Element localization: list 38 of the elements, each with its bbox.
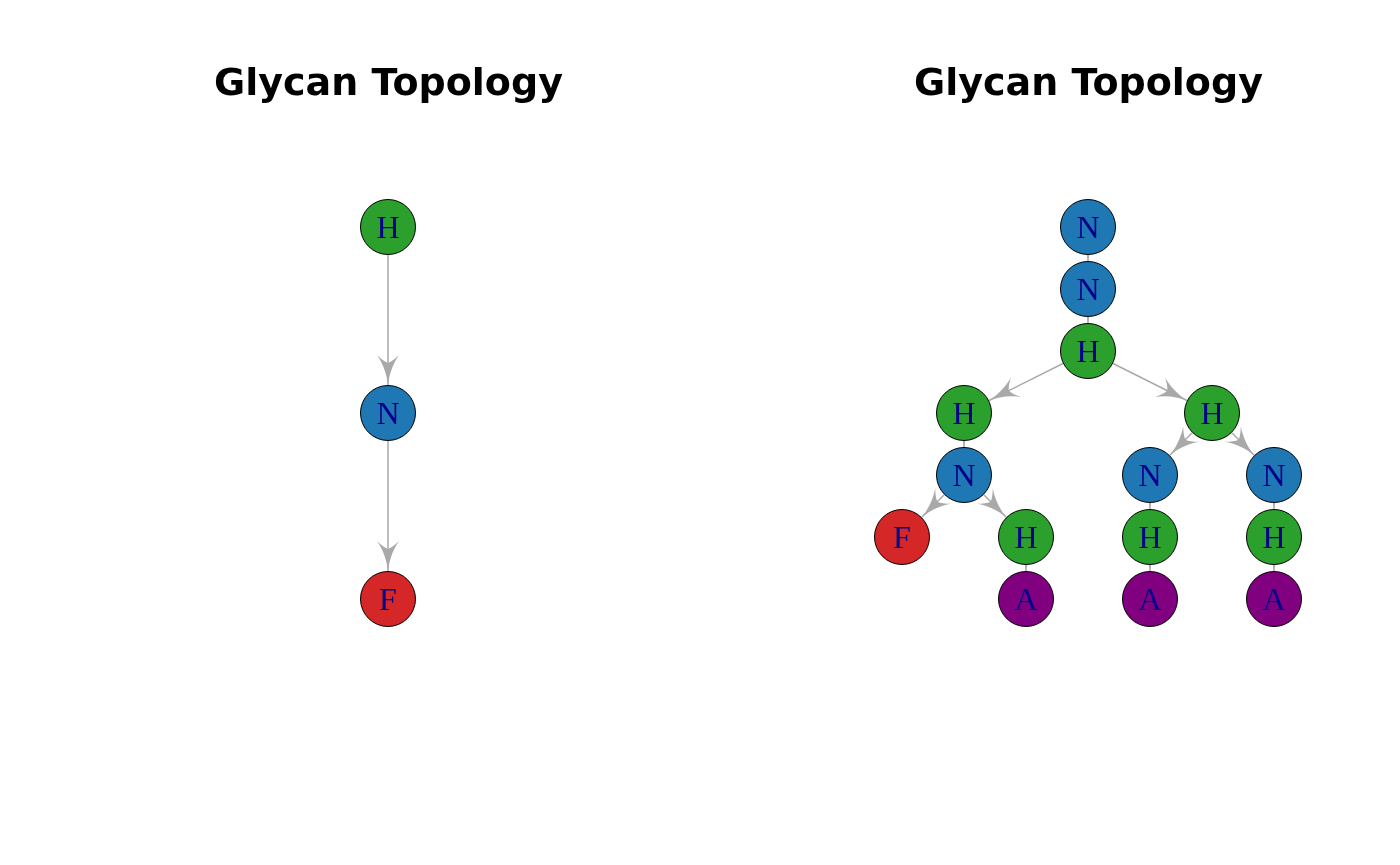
node-circle <box>1060 261 1116 317</box>
node-circle <box>1060 323 1116 379</box>
node-label: N <box>1076 273 1100 305</box>
node-label: F <box>893 521 911 553</box>
node-label: H <box>952 397 976 429</box>
node-circle <box>1060 199 1116 255</box>
node-label: A <box>1138 583 1162 615</box>
node-label: F <box>379 583 397 615</box>
node-circle <box>1184 385 1240 441</box>
node-label: A <box>1262 583 1286 615</box>
node-label: N <box>1262 459 1286 491</box>
node-circle <box>1246 571 1302 627</box>
node-label: H <box>1076 335 1100 367</box>
node-label: H <box>1014 521 1038 553</box>
node-circle <box>936 385 992 441</box>
node-circle <box>998 509 1054 565</box>
node-label: H <box>1138 521 1162 553</box>
node-circle <box>1122 571 1178 627</box>
node-circle <box>936 447 992 503</box>
node-label: N <box>1138 459 1162 491</box>
node-circle <box>1122 509 1178 565</box>
node-circle <box>1246 509 1302 565</box>
node-label: N <box>1076 211 1100 243</box>
panel-title: Glycan Topology <box>914 63 1263 101</box>
node-circle <box>360 571 416 627</box>
node-label: A <box>1014 583 1038 615</box>
node-circle <box>1122 447 1178 503</box>
node-label: H <box>1200 397 1224 429</box>
node-label: N <box>376 397 400 429</box>
node-circle <box>360 199 416 255</box>
node-label: H <box>376 211 400 243</box>
node-label: H <box>1262 521 1286 553</box>
node-circle <box>360 385 416 441</box>
node-circle <box>1246 447 1302 503</box>
node-circle <box>998 571 1054 627</box>
node-circle <box>874 509 930 565</box>
node-label: N <box>952 459 976 491</box>
panel-title: Glycan Topology <box>214 63 563 101</box>
